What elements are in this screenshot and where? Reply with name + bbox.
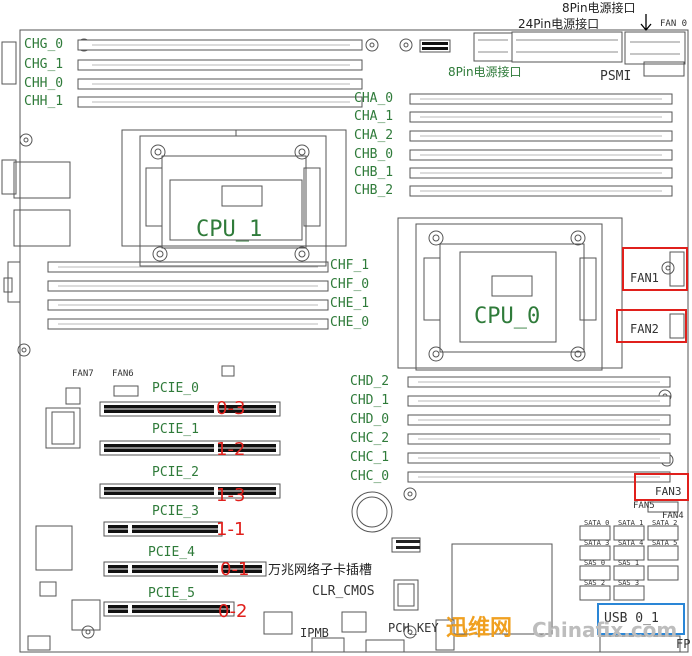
- fan3-label: FAN3: [655, 485, 682, 498]
- pcie-lane-note: 0-3: [216, 398, 246, 419]
- mount-hole: [399, 38, 413, 52]
- pcie-lane-note: 1-1: [216, 519, 246, 540]
- dimm-label: CHA_1: [354, 109, 394, 124]
- dimm-label: CHF_1: [330, 258, 370, 273]
- dimm-label: CHC_0: [350, 469, 390, 484]
- dimm-label: CHA_2: [354, 128, 394, 143]
- sata-label: SATA 2: [652, 519, 678, 527]
- dimm-label: CHD_0: [350, 412, 390, 427]
- dimm-label: CHB_2: [354, 183, 394, 198]
- pin8-bottom-label: 8Pin电源接口: [448, 65, 522, 79]
- dimm-label: CHG_0: [24, 37, 64, 52]
- sata-label: SATA 3: [584, 539, 610, 547]
- dimm-label: CHB_0: [354, 147, 394, 162]
- 8pin-connector: [473, 32, 513, 62]
- board-outline: [19, 29, 689, 653]
- sata-label: SATA 1: [618, 519, 644, 527]
- pcie-lane-note: 1-2: [216, 439, 246, 460]
- psmi-label: PSMI: [600, 69, 632, 84]
- fan-highlights: [616, 247, 689, 501]
- usb-label: USB 0_1: [604, 611, 659, 626]
- sata-label: SATA 0: [584, 519, 610, 527]
- fan7-label: FAN7: [72, 369, 94, 379]
- sas-label: SAS 2: [584, 579, 606, 587]
- pcie-slot-label: PCIE_2: [152, 465, 199, 480]
- pch-chip: [451, 543, 553, 635]
- sata-ports: [579, 525, 679, 601]
- dimm-label: CHB_1: [354, 165, 394, 180]
- dimm-label: CHF_0: [330, 277, 370, 292]
- sata-label: SATA 4: [618, 539, 644, 547]
- fan3-highlight: [634, 473, 689, 501]
- watermark-cn: 迅维网: [446, 616, 513, 641]
- fp-label: FP: [676, 637, 691, 651]
- cpu1-socket: [121, 129, 347, 267]
- pin8-top-label: 8Pin电源接口: [562, 1, 636, 15]
- dimm-label: CHE_0: [330, 315, 370, 330]
- pcie-slot-label: PCIE_1: [152, 422, 199, 437]
- pcie-slot-label: PCIE_4: [148, 545, 195, 560]
- fan5-label: FAN5: [633, 501, 655, 511]
- fan1-highlight: [622, 247, 688, 291]
- clr-cmos-label: CLR_CMOS: [312, 584, 375, 599]
- cpu0-socket: [397, 217, 623, 371]
- watermark-en: Chinafix.com: [532, 618, 678, 642]
- cpu1-label: CPU_1: [196, 217, 263, 242]
- cmos-battery: [351, 491, 393, 533]
- sas-label: SAS 1: [618, 559, 640, 567]
- ipmb-label: IPMB: [300, 626, 329, 640]
- sas-label: SAS 0: [584, 559, 606, 567]
- pcie-slot-label: PCIE_5: [148, 586, 195, 601]
- dimm-label: CHD_2: [350, 374, 390, 389]
- dimm-label: CHD_1: [350, 393, 390, 408]
- dimm-label: CHH_0: [24, 76, 64, 91]
- 8pin-connector-2: [624, 31, 686, 65]
- fan6-label: FAN6: [112, 369, 134, 379]
- dimm-label: CHH_1: [24, 94, 64, 109]
- fan1-label: FAN1: [630, 271, 659, 285]
- fp-header: [599, 635, 681, 653]
- sata-label: SATA 5: [652, 539, 678, 547]
- dimm-label: CHG_1: [24, 57, 64, 72]
- pcie-lane-note: 0-2: [218, 601, 248, 622]
- fan2-highlight: [616, 309, 687, 343]
- pcie-lane-note: 1-3: [216, 485, 246, 506]
- pcie-lane-note: 0-1: [220, 559, 250, 580]
- fan4-label: FAN4: [662, 511, 684, 521]
- fan2-label: FAN2: [630, 322, 659, 336]
- dimm-label: CHE_1: [330, 296, 370, 311]
- 24pin-connector: [511, 31, 623, 63]
- pcie-slot-label: PCIE_3: [152, 504, 199, 519]
- cpu0-label: CPU_0: [474, 304, 541, 329]
- fan0-label: FAN 0: [660, 19, 688, 29]
- nic-slot-label: 万兆网络子卡插槽: [268, 563, 373, 578]
- pch-key-label: PCH_KEY: [388, 621, 439, 635]
- sas-label: SAS 3: [618, 579, 640, 587]
- mount-hole: [365, 38, 379, 52]
- pin24-label: 24Pin电源接口: [518, 17, 600, 31]
- dimm-label: CHC_1: [350, 450, 390, 465]
- usb-highlight: [597, 603, 685, 635]
- pcie-slot-label: PCIE_0: [152, 381, 199, 396]
- dimm-label: CHA_0: [354, 91, 394, 106]
- dimm-label: CHC_2: [350, 431, 390, 446]
